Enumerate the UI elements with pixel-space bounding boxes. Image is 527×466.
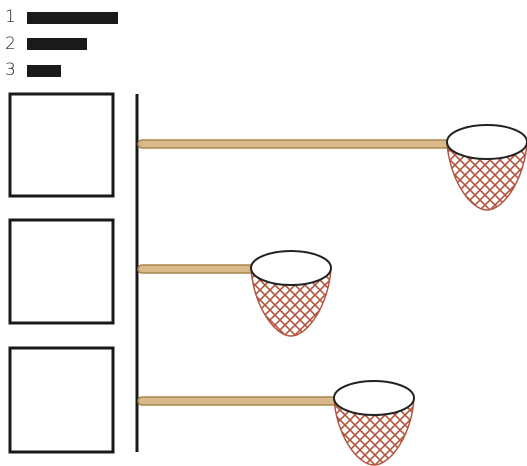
- length-key: 1 2 3: [5, 7, 118, 80]
- answer-box-1[interactable]: [8, 92, 115, 198]
- net-3-mesh: [333, 397, 415, 466]
- fishing-net-2: [137, 250, 332, 337]
- net-2-mesh: [250, 267, 332, 337]
- key-bar-1: [27, 12, 118, 24]
- net-2-rim: [250, 250, 332, 286]
- answer-box-3[interactable]: [8, 346, 115, 454]
- key-label-3: 3: [5, 60, 16, 80]
- fishing-net-3: [137, 380, 415, 466]
- key-label-2: 2: [5, 34, 16, 54]
- key-bar-2: [27, 38, 87, 50]
- net-1-rim: [446, 124, 527, 160]
- key-bar-3: [27, 65, 61, 77]
- net-2-handle: [137, 264, 256, 274]
- fishing-net-1: [137, 124, 527, 211]
- net-3-handle: [137, 396, 339, 406]
- key-label-1: 1: [5, 7, 16, 27]
- net-3-rim: [333, 380, 415, 416]
- answer-box-2[interactable]: [8, 218, 115, 325]
- net-1-handle: [137, 139, 451, 149]
- net-1-mesh: [446, 141, 527, 211]
